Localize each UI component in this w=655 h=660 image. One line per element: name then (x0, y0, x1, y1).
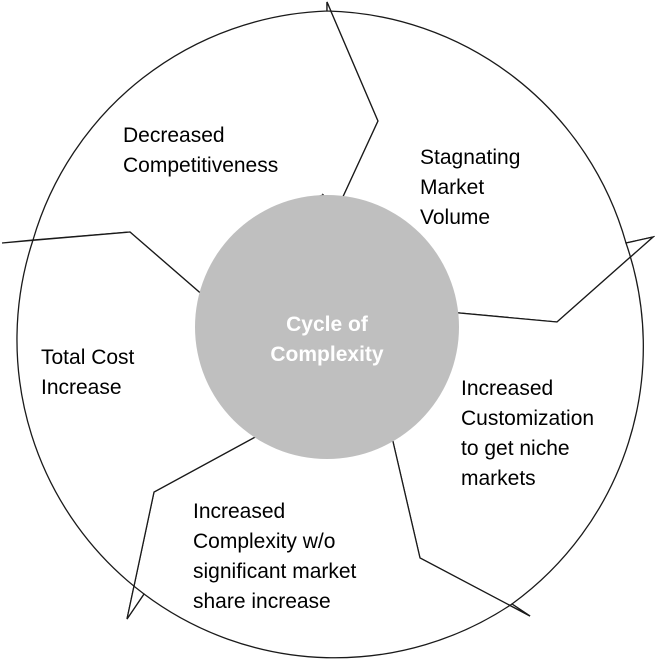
stage-segment-increased-complexity (126, 428, 531, 659)
hub-label: Cycle of Complexity (270, 313, 384, 366)
stage-label-stagnating-market-volume: Stagnating Market Volume (420, 146, 521, 229)
stage-label-increased-customization: Increased Customization to get niche mar… (461, 377, 595, 490)
stage-label-increased-complexity: Increased Complexity w/o significant mar… (193, 500, 357, 613)
central-hub-circle (195, 195, 459, 459)
stage-label-decreased-competitiveness: Decreased Competitiveness (123, 124, 279, 177)
stage-label-total-cost-increase: Total Cost Increase (41, 346, 135, 399)
